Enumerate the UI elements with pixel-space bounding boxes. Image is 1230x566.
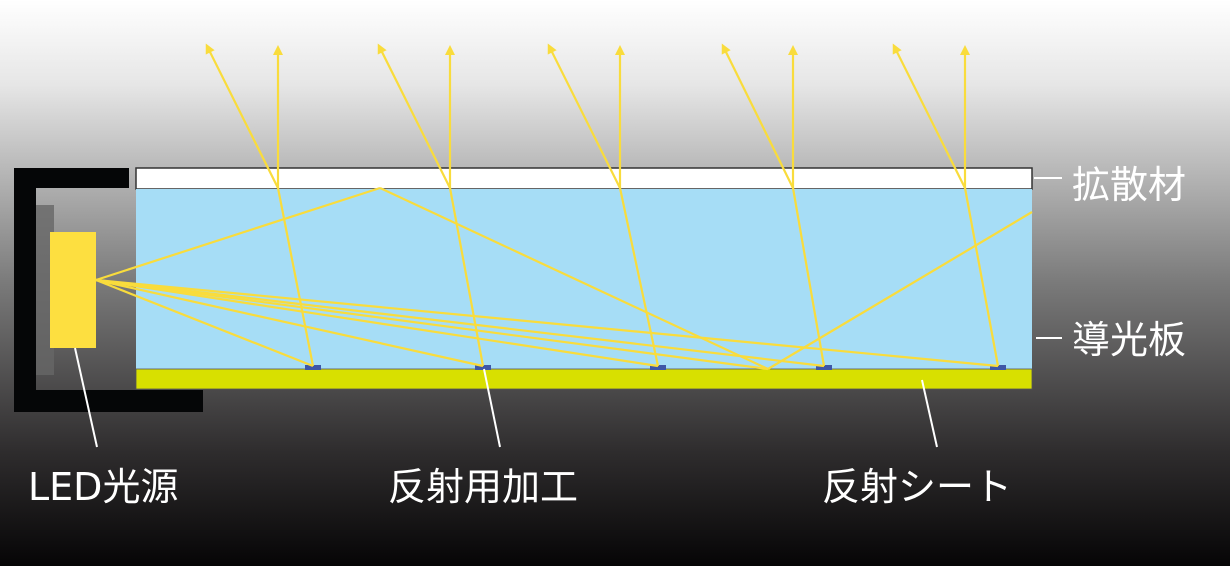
ray-sheet-to-edge — [767, 211, 1033, 370]
ray-reflected — [276, 187, 315, 367]
ray-led-to-dot — [95, 278, 999, 368]
reflective-dot — [650, 365, 666, 370]
reflective-dot — [475, 365, 491, 370]
label-reflective-sheet: 反射シート — [822, 465, 1012, 509]
ray-top-to-sheet — [379, 187, 769, 370]
ray-led-to-dot — [95, 278, 825, 368]
ray-reflected — [963, 187, 1000, 367]
ray-exit-diffused — [892, 43, 966, 189]
label-light-guide: 導光板 — [1072, 318, 1186, 362]
led-housing — [14, 168, 203, 412]
ray-reflected — [448, 187, 485, 367]
reflective-dot — [305, 365, 321, 370]
light-rays — [95, 43, 1033, 371]
reflective-sheet-leader-line — [921, 379, 938, 448]
led-light-source — [50, 232, 96, 348]
reflective-sheet — [135, 368, 1033, 390]
ray-led-to-dot — [95, 278, 484, 368]
reflective-processing-leader-line — [483, 368, 501, 448]
label-led: LED光源 — [28, 465, 178, 509]
label-diffuser: 拡散材 — [1072, 163, 1186, 207]
light-guide-plate — [136, 189, 1032, 369]
ray-reflected — [791, 187, 826, 367]
ray-reflected — [618, 187, 660, 367]
ray-led-to-top — [95, 186, 381, 282]
reflective-dot — [990, 365, 1006, 370]
label-reflective-processing: 反射用加工 — [388, 465, 578, 509]
ray-led-to-dot — [95, 278, 314, 368]
ray-exit-diffused — [205, 43, 279, 189]
led-leader-line — [74, 347, 98, 448]
ray-exit-diffused — [721, 43, 794, 189]
reflective-dot — [816, 365, 832, 370]
ray-exit-diffused — [377, 43, 451, 189]
reflective-dots — [305, 365, 1006, 370]
ray-led-to-sheet — [95, 278, 769, 371]
ray-led-to-dot — [95, 278, 659, 368]
ray-exit-diffused — [547, 43, 621, 189]
